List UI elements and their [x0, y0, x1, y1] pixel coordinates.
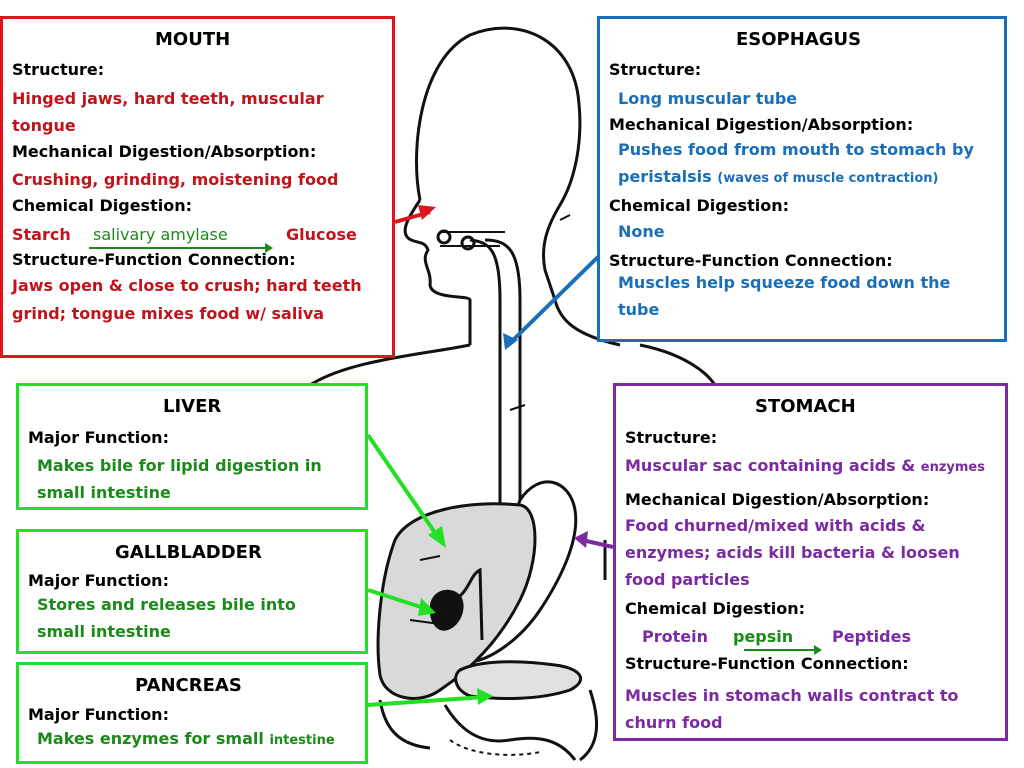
stomach-structure-line: Muscular sac containing acids & enzymes — [625, 456, 985, 475]
intestine-outline — [378, 689, 599, 762]
mouth-chem-label: Chemical Digestion: — [12, 196, 192, 215]
esophagus-mech-line1: Pushes food from mouth to stomach by — [618, 140, 974, 159]
pancreas-title: PANCREAS — [135, 675, 242, 696]
mouth-chem-from: Starch — [12, 225, 71, 244]
mouth-enzyme-arrow — [89, 243, 273, 253]
liver-function-line2: small intestine — [37, 483, 171, 502]
liver-box: LIVER Major Function: Makes bile for lip… — [16, 383, 368, 510]
gallbladder-title: GALLBLADDER — [115, 542, 262, 563]
mouth-sfc-line1: Jaws open & close to crush; hard teeth — [12, 276, 362, 295]
stomach-structure-small: enzymes — [920, 460, 985, 475]
mouth-mech-label: Mechanical Digestion/Absorption: — [12, 142, 317, 161]
esophagus-sfc-line1: Muscles help squeeze food down the — [618, 273, 951, 292]
mouth-box: MOUTH Structure: Hinged jaws, hard teeth… — [0, 16, 395, 358]
mouth-title: MOUTH — [155, 29, 231, 50]
esophagus-mech-peristalsis: peristalsis — [618, 167, 712, 186]
stomach-title: STOMACH — [755, 396, 856, 417]
pancreas-function-text: Makes enzymes for small — [37, 729, 264, 748]
liver-function-line1: Makes bile for lipid digestion in — [37, 456, 322, 475]
pancreas-shape — [454, 660, 583, 700]
stomach-enzyme-arrow — [744, 645, 822, 655]
stomach-mech-line3: food particles — [625, 570, 750, 589]
mouth-chem-to: Glucose — [286, 225, 357, 244]
gallbladder-box: GALLBLADDER Major Function: Stores and r… — [16, 529, 368, 654]
stomach-structure-label: Structure: — [625, 428, 718, 447]
stomach-chem-label: Chemical Digestion: — [625, 599, 805, 618]
mouth-sfc-label: Structure-Function Connection: — [12, 250, 296, 269]
stomach-sfc-label: Structure-Function Connection: — [625, 654, 909, 673]
stomach-structure-text: Muscular sac containing acids & — [625, 456, 916, 475]
mouth-chem-enzyme: salivary amylase — [93, 225, 228, 244]
liver-title: LIVER — [163, 396, 222, 417]
esophagus-chem-text: None — [618, 222, 665, 241]
stomach-mech-line1: Food churned/mixed with acids & — [625, 516, 926, 535]
mouth-structure-line1: Hinged jaws, hard teeth, muscular — [12, 89, 324, 108]
stomach-sfc-line1: Muscles in stomach walls contract to — [625, 686, 959, 705]
gallbladder-function-line2: small intestine — [37, 622, 171, 641]
pancreas-arrow — [367, 695, 486, 707]
pancreas-box: PANCREAS Major Function: Makes enzymes f… — [16, 662, 368, 764]
esophagus-sfc-label: Structure-Function Connection: — [609, 251, 893, 270]
pancreas-function-label: Major Function: — [28, 705, 169, 724]
stomach-mech-label: Mechanical Digestion/Absorption: — [625, 490, 930, 509]
esophagus-title: ESOPHAGUS — [736, 29, 862, 50]
stomach-mech-line2: enzymes; acids kill bacteria & loosen — [625, 543, 960, 562]
stomach-box: STOMACH Structure: Muscular sac containi… — [613, 383, 1008, 741]
stomach-arrow — [581, 538, 614, 549]
pancreas-function-line1: Makes enzymes for small intestine — [37, 729, 335, 748]
stomach-chem-to: Peptides — [832, 627, 911, 646]
esophagus-chem-label: Chemical Digestion: — [609, 196, 789, 215]
esophagus-arrow — [508, 253, 602, 345]
mouth-structure-line2: tongue — [12, 116, 76, 135]
head-outline — [415, 26, 582, 301]
liver-function-label: Major Function: — [28, 428, 169, 447]
face-profile — [403, 199, 472, 302]
esophagus-box: ESOPHAGUS Structure: Long muscular tube … — [597, 16, 1007, 342]
stomach-chem-enzyme: pepsin — [733, 627, 794, 646]
esophagus-sfc-line2: tube — [618, 300, 660, 319]
gallbladder-function-line1: Stores and releases bile into — [37, 595, 296, 614]
esophagus-mech-label: Mechanical Digestion/Absorption: — [609, 115, 914, 134]
pancreas-function-small: intestine — [269, 733, 335, 748]
mouth-sfc-line2: grind; tongue mixes food w/ saliva — [12, 304, 325, 323]
esophagus-structure-text: Long muscular tube — [618, 89, 798, 108]
stomach-chem-from: Protein — [642, 627, 708, 646]
stomach-sfc-line2: churn food — [625, 713, 723, 732]
esophagus-mech-line2: peristalsis (waves of muscle contraction… — [618, 167, 938, 186]
esophagus-structure-label: Structure: — [609, 60, 702, 79]
gallbladder-function-label: Major Function: — [28, 571, 169, 590]
mouth-structure-label: Structure: — [12, 60, 105, 79]
liver-arrow — [366, 433, 442, 542]
mouth-mech-text: Crushing, grinding, moistening food — [12, 170, 339, 189]
esophagus-mech-note: (waves of muscle contraction) — [717, 171, 939, 186]
